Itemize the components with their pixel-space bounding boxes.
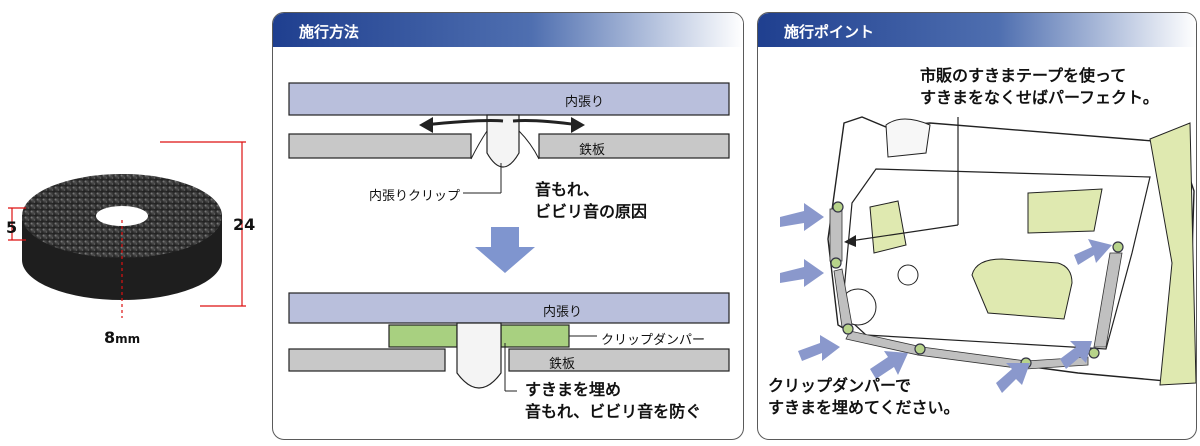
solution-text: すきまを埋め 音もれ、ビビリ音を防ぐ — [525, 379, 701, 423]
bottom-steel-left — [288, 348, 446, 372]
points-panel-title: 施行ポイント — [784, 23, 875, 41]
solution-line-1: すきまを埋め — [525, 380, 622, 399]
top-inner-panel — [288, 82, 730, 116]
points-panel: 施行ポイント — [757, 12, 1197, 440]
door-diagram — [780, 116, 1196, 393]
tape-note-line-1: 市販のすきまテープを使って — [920, 66, 1127, 85]
transition-arrow — [475, 227, 535, 273]
tape-strip-right — [1093, 252, 1123, 348]
thickness-label: 8mm — [104, 328, 140, 347]
bottom-steel-label: 鉄板 — [549, 357, 576, 372]
gap-arrows — [780, 203, 1112, 393]
method-panel: 施行方法 内張り 鉄板 内張りクリップ 音もれ、 ビビリ音の原因 — [272, 12, 744, 440]
tape-strip-left — [829, 208, 843, 262]
method-panel-title: 施行方法 — [299, 23, 360, 41]
damper-label: クリップダンパー — [601, 333, 706, 348]
bottom-clip — [456, 322, 502, 389]
points-panel-header: 施行ポイント — [758, 13, 1196, 47]
solution-line-2: 音もれ、ビビリ音を防ぐ — [525, 402, 702, 421]
tape-note-line-2: すきまをなくせばパーフェクト。 — [920, 88, 1159, 107]
problem-line-1: 音もれ、 — [535, 180, 600, 199]
thickness-value: 8 — [104, 328, 116, 347]
bottom-inner-panel-label: 内張り — [543, 305, 583, 320]
top-inner-panel-label: 内張り — [565, 95, 605, 110]
problem-line-2: ビビリ音の原因 — [535, 202, 648, 221]
damper-note-line-1: クリップダンパーで — [768, 376, 912, 395]
tape-note: 市販のすきまテープを使って すきまをなくせばパーフェクト。 — [920, 65, 1159, 109]
clip-label: 内張りクリップ — [369, 189, 461, 204]
top-steel-right — [538, 133, 730, 159]
thickness-unit: mm — [115, 332, 141, 346]
cutout-lower — [971, 258, 1073, 320]
inner-diameter-label: 5 — [6, 218, 18, 237]
damper-note-line-2: すきまを埋めてください。 — [768, 398, 960, 417]
cutout-upper — [1027, 188, 1103, 234]
outer-diameter-label: 24 — [233, 215, 256, 234]
bottom-inner-panel — [288, 292, 730, 324]
door-edge — [1149, 122, 1196, 386]
damper-note: クリップダンパーで すきまを埋めてください。 — [768, 375, 960, 419]
damper-right — [500, 324, 570, 348]
bottom-steel-right — [508, 348, 730, 372]
method-diagram — [288, 82, 730, 392]
washer-illustration — [8, 141, 246, 318]
washer-hole — [96, 206, 148, 226]
top-steel-left — [288, 133, 472, 159]
damper-left — [388, 324, 458, 348]
door-hole-1 — [897, 264, 919, 286]
top-steel-label: 鉄板 — [579, 143, 606, 158]
problem-text: 音もれ、 ビビリ音の原因 — [535, 179, 647, 223]
washer-section: 5 24 8mm — [0, 120, 265, 360]
top-clip — [486, 114, 520, 168]
mirror-mount — [885, 118, 931, 158]
method-panel-header: 施行方法 — [273, 13, 743, 47]
